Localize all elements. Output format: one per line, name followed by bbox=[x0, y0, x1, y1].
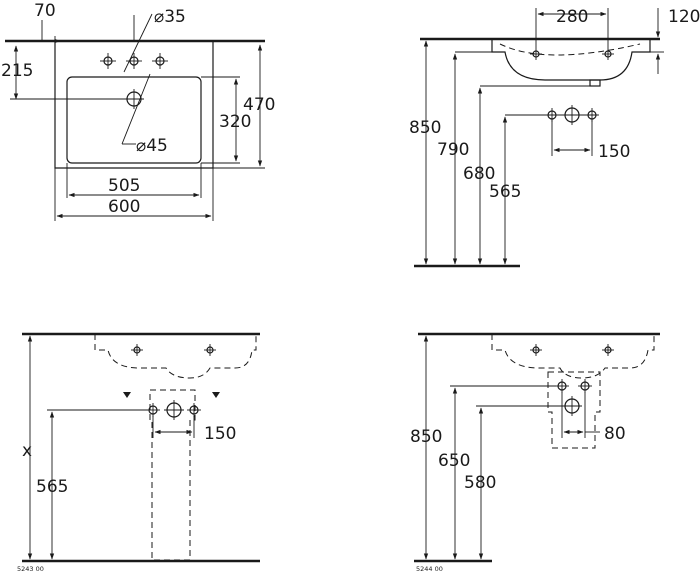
semi-pedestal-view: 850 650 580 80 5244 00 bbox=[410, 332, 660, 573]
bowl-hidden-line bbox=[499, 43, 641, 56]
dim-wall-offset: 70 bbox=[34, 1, 56, 21]
dim-height-3: 850 bbox=[410, 427, 442, 447]
dim-height: 850 bbox=[409, 118, 441, 138]
tap-hole-leader bbox=[123, 13, 153, 73]
dim-outlet-spacing: 150 bbox=[598, 142, 630, 162]
model-code-semi-pedestal: 5244 00 bbox=[416, 565, 443, 573]
dim-variable: x bbox=[22, 441, 32, 461]
dim-bowl-height: 790 bbox=[437, 140, 469, 160]
basin-outline-hidden-2 bbox=[491, 334, 655, 379]
dim-hole-spacing: 280 bbox=[556, 7, 588, 27]
dim-outlet-height-3: 580 bbox=[464, 473, 496, 493]
bowl-outline bbox=[66, 76, 202, 164]
dim-thickness: 120 bbox=[668, 7, 700, 27]
dim-outlet-spacing-2: 150 bbox=[204, 424, 236, 444]
dim-outlet-height: 565 bbox=[489, 182, 521, 202]
dim-outlet-spacing-3: 80 bbox=[604, 424, 626, 444]
dim-trap-height-3: 650 bbox=[438, 451, 470, 471]
basin-profile bbox=[491, 39, 651, 81]
dim-outlet-height-2: 565 bbox=[36, 477, 68, 497]
semi-pedestal-outline bbox=[547, 371, 601, 449]
dim-bowl-depth: 320 bbox=[219, 112, 251, 132]
front-view: 280 120 850 790 680 565 150 bbox=[409, 7, 700, 268]
model-code-pedestal: 5243 00 bbox=[17, 565, 44, 573]
dim-trap-height: 680 bbox=[463, 164, 495, 184]
dim-bowl-width: 505 bbox=[108, 176, 140, 196]
dim-waste: ⌀45 bbox=[136, 136, 168, 156]
waste-stub bbox=[589, 79, 601, 87]
dim-total-width: 600 bbox=[108, 197, 140, 217]
top-view: 70 ⌀35 ⌀45 215 470 320 505 600 bbox=[1, 1, 275, 221]
pedestal-view: x 565 150 5243 00 bbox=[17, 332, 260, 573]
basin-outline bbox=[54, 41, 214, 169]
pedestal-outline bbox=[149, 389, 196, 561]
basin-outline-hidden bbox=[94, 334, 257, 379]
dim-tap-hole: ⌀35 bbox=[154, 7, 186, 27]
tap-holes bbox=[100, 53, 168, 69]
waste-leader bbox=[121, 73, 151, 145]
dim-total-depth: 470 bbox=[243, 95, 275, 115]
dim-tap-depth: 215 bbox=[1, 61, 33, 81]
